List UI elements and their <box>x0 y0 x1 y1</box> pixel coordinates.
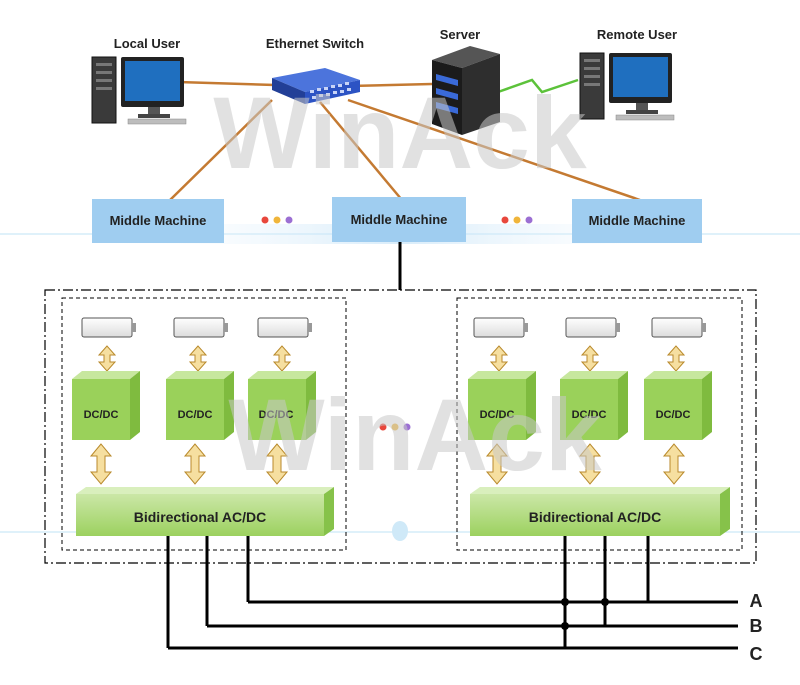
link-switch-server <box>349 82 433 88</box>
rack-border <box>456 297 743 551</box>
battery-icon <box>651 317 706 338</box>
double-arrow-icon <box>485 443 686 485</box>
dcdc-label: DC/DC <box>259 409 294 421</box>
dcdc-converter: DC/DC <box>560 371 628 440</box>
acdc-label: Bidirectional AC/DC <box>529 509 662 525</box>
link-switch-mm3 <box>347 98 641 202</box>
battery-icon <box>257 317 312 338</box>
rack-left: DC/DC DC/DC DC/DC Bidirectional AC/DC <box>61 297 347 551</box>
watermark: WinAck <box>228 378 601 492</box>
dcdc-converter: DC/DC <box>166 371 234 440</box>
rack-border <box>61 297 347 551</box>
dcdc-label: DC/DC <box>572 409 607 421</box>
bidirectional-acdc: Bidirectional AC/DC <box>76 487 334 536</box>
battery-icon <box>473 317 528 338</box>
link-local-switch <box>177 80 276 87</box>
dcdc-label: DC/DC <box>178 409 213 421</box>
link-server-remote-wireless <box>497 78 579 94</box>
double-arrow-icon <box>89 443 289 485</box>
desktop-computer-icon <box>91 56 187 125</box>
phase-c-label: C <box>750 644 763 664</box>
phase-a-label: A <box>750 591 763 611</box>
ethernet-switch-label: Ethernet Switch <box>266 36 364 51</box>
dcdc-label: DC/DC <box>656 409 691 421</box>
phase-b-label: B <box>750 616 763 636</box>
link-switch-mm2 <box>319 101 403 201</box>
dcdc-converter: DC/DC <box>248 371 316 440</box>
system-enclosure <box>44 289 757 564</box>
ac-phase-bus <box>166 536 738 650</box>
middle-machine: Middle Machine <box>332 197 466 242</box>
link-switch-mm1 <box>167 99 273 203</box>
middle-machine: Middle Machine <box>92 199 224 243</box>
dcdc-converter: DC/DC <box>644 371 712 440</box>
remote-user-label: Remote User <box>597 27 677 42</box>
server-label: Server <box>440 27 480 42</box>
connector-dot <box>392 521 408 541</box>
dcdc-converter: DC/DC <box>468 371 536 440</box>
bus-junction <box>561 598 609 630</box>
dcdc-label: DC/DC <box>84 409 119 421</box>
battery-icon <box>173 317 228 338</box>
rack-right: DC/DC DC/DC DC/DC Bidirectional AC/DC <box>456 297 743 551</box>
ellipsis-dots-icon <box>379 423 411 431</box>
network-switch-icon <box>272 68 360 104</box>
dcdc-converter: DC/DC <box>72 371 140 440</box>
network-links <box>167 80 641 203</box>
middle-machine-label: Middle Machine <box>110 213 207 228</box>
bidirectional-acdc: Bidirectional AC/DC <box>470 487 730 536</box>
middle-machine-label: Middle Machine <box>589 213 686 228</box>
server-tower-icon <box>432 46 500 135</box>
watermark: WinAck <box>213 76 586 190</box>
battery-icon <box>565 317 620 338</box>
middle-machine-label: Middle Machine <box>351 212 448 227</box>
local-user-label: Local User <box>114 36 180 51</box>
double-arrow-icon <box>489 345 686 372</box>
battery-icon <box>81 317 136 338</box>
ellipsis-dots-icon <box>501 216 533 224</box>
middle-machine: Middle Machine <box>572 199 702 243</box>
dcdc-label: DC/DC <box>480 409 515 421</box>
ellipsis-dots-icon <box>261 216 293 224</box>
double-arrow-icon <box>97 345 292 372</box>
acdc-label: Bidirectional AC/DC <box>134 509 267 525</box>
desktop-computer-icon <box>579 52 675 121</box>
